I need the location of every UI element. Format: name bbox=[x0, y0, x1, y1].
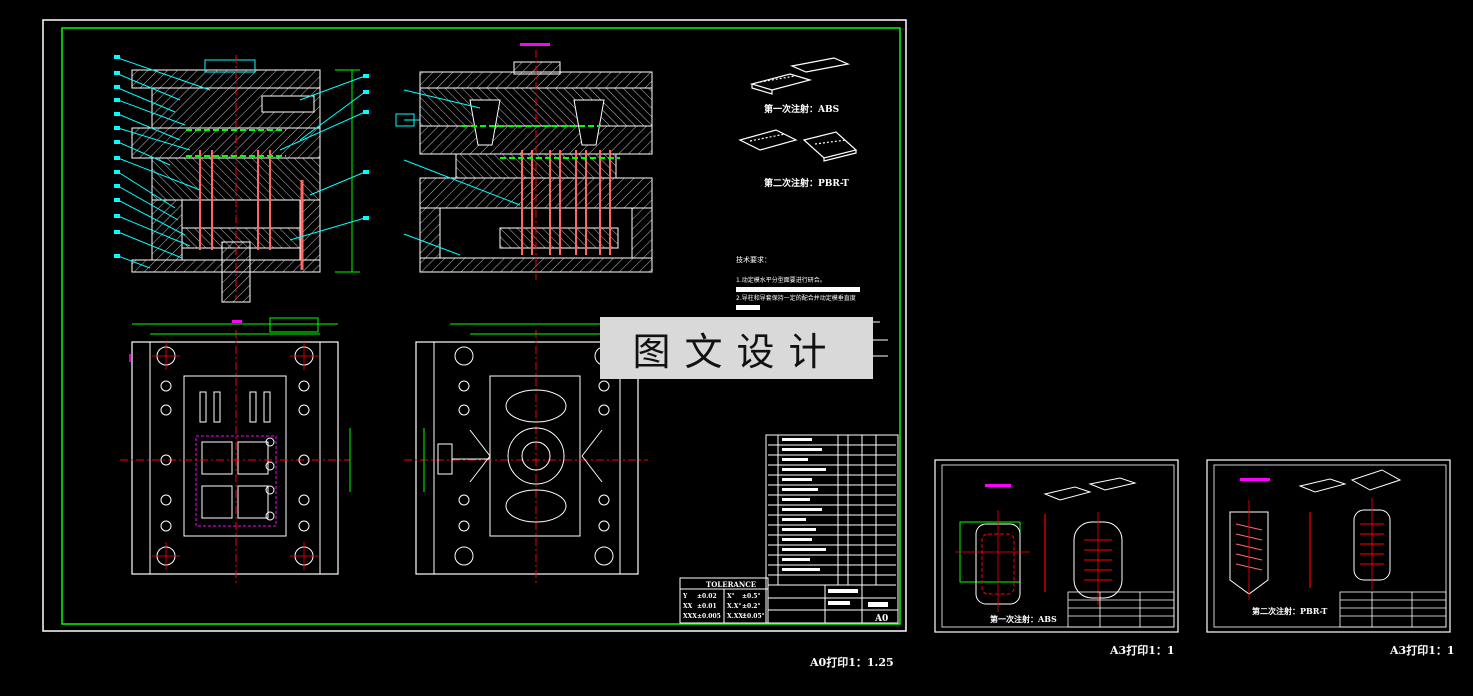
a3-first-print-scale: A3打印1：1 bbox=[1109, 643, 1175, 657]
tech-req-item-1: 1.动定模水平分型面要进行研合。 bbox=[736, 276, 826, 284]
section-view-left bbox=[114, 55, 369, 303]
tol-r2-c1: ±0.005 bbox=[697, 613, 721, 620]
main-sheet: 第一次注射：ABS 第二次注射：PBR-T 技术要求： 1.动定模水平分型面要进… bbox=[42, 19, 907, 669]
tolerance-header: TOLERANCE bbox=[706, 580, 756, 589]
tol-r2-c3: ±0.05° bbox=[742, 613, 765, 620]
main-sheet-border bbox=[61, 27, 901, 625]
tol-r1-c1: ±0.01 bbox=[697, 603, 717, 610]
note-first-shot: 第一次注射：ABS bbox=[764, 103, 839, 115]
a3-second-caption: 第二次注射：PBR-T bbox=[1252, 606, 1327, 616]
tol-r0-c2: X° bbox=[727, 593, 735, 600]
main-sheet-frame bbox=[42, 19, 907, 632]
tolerance-table: TOLERANCE Y ±0.02 X° ±0.5° XX ±0.01 X.X°… bbox=[679, 577, 769, 624]
plan-view-left bbox=[120, 317, 351, 585]
a3-sheet-first-shot: 第一次注射：ABS A3打印1：1 bbox=[934, 459, 1179, 657]
tol-r0-c1: ±0.02 bbox=[697, 593, 717, 600]
a3-sheet-second-shot: 第二次注射：PBR-T A3打印1：1 bbox=[1206, 459, 1455, 657]
title-block-size-label: A0 bbox=[874, 614, 888, 624]
tol-r1-c0: XX bbox=[683, 603, 693, 610]
title-block bbox=[765, 434, 899, 624]
part-sketches bbox=[738, 57, 858, 162]
a3-first-caption: 第一次注射：ABS bbox=[990, 614, 1057, 624]
a3-second-print-scale: A3打印1：1 bbox=[1389, 643, 1455, 657]
plan-view-right bbox=[404, 323, 648, 585]
watermark-banner: 图文设计 bbox=[600, 317, 873, 379]
title-block-fill bbox=[782, 438, 888, 607]
tol-r0-c3: ±0.5° bbox=[742, 593, 760, 600]
note-second-shot: 第二次注射：PBR-T bbox=[764, 177, 849, 189]
tol-r0-c0: Y bbox=[682, 593, 688, 600]
a3-second-frame bbox=[1206, 459, 1451, 633]
section-view-right bbox=[395, 43, 653, 280]
tol-r2-c0: XXX bbox=[683, 613, 697, 620]
tech-req-item-2: 2.导柱和导套保持一定的配合并动定模垂直度 bbox=[736, 294, 856, 302]
main-print-scale: A0打印1：1.25 bbox=[809, 655, 894, 669]
a3-first-frame bbox=[934, 459, 1179, 633]
tol-r1-c2: X.X° bbox=[727, 603, 741, 610]
tech-req-heading: 技术要求： bbox=[736, 255, 771, 264]
tol-r2-c2: X.XX° bbox=[727, 613, 746, 620]
tol-r1-c3: ±0.2° bbox=[742, 603, 760, 610]
